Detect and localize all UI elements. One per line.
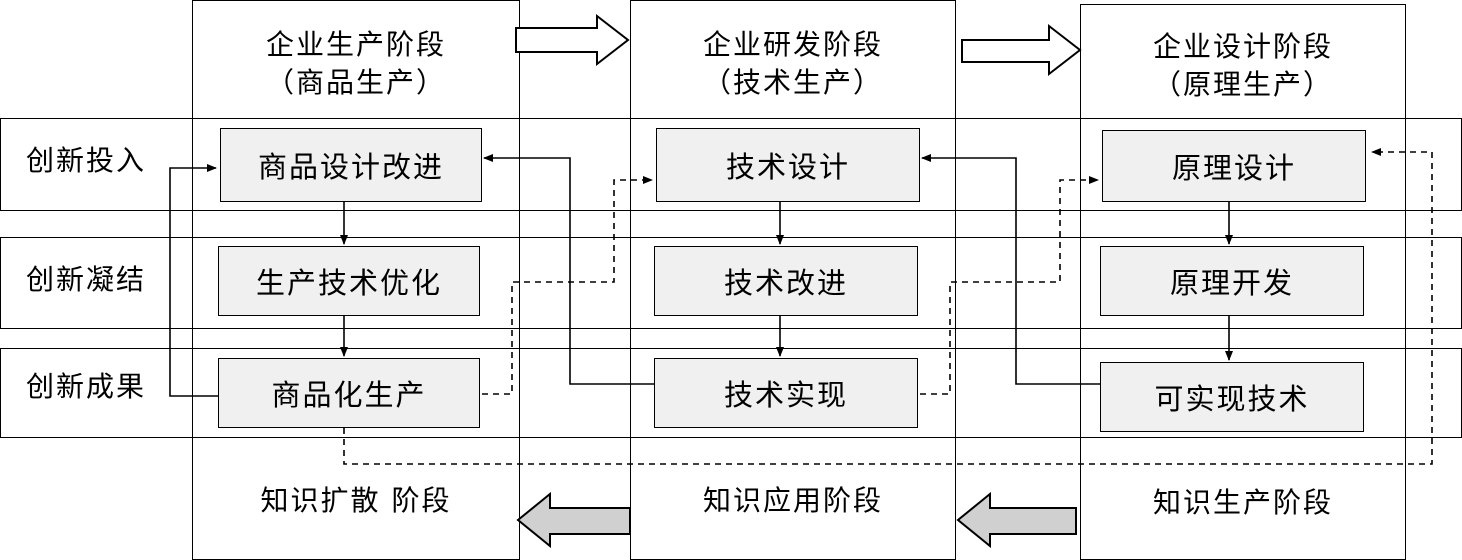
stage-header-design: 企业设计阶段 （原理生产） (1080, 28, 1406, 104)
node-tech-improvement: 技术改进 (654, 246, 918, 316)
node-principle-design: 原理设计 (1102, 130, 1366, 202)
node-tech-design: 技术设计 (656, 128, 920, 202)
node-tech-realization: 技术实现 (654, 358, 918, 428)
stage-title: 企业设计阶段 (1152, 30, 1333, 63)
dashed-commercial-to-techdesign (482, 176, 653, 395)
node-product-design-improvement: 商品设计改进 (220, 128, 482, 202)
stage-title: 企业研发阶段 (702, 28, 883, 61)
node-principle-development: 原理开发 (1100, 246, 1364, 316)
dashed-techrealize-to-principledesign (920, 176, 1099, 395)
stage-footer-production: 知识扩散 阶段 (260, 484, 452, 517)
node-production-tech-optimization: 生产技术优化 (218, 246, 480, 316)
row-label-input: 创新投入 (26, 144, 147, 177)
stage-footer-design: 知识生产阶段 (1152, 486, 1333, 519)
stage-footer-rnd: 知识应用阶段 (702, 484, 883, 517)
backward-block-arrow-2 (956, 491, 1077, 549)
feedback-commercial-to-design (169, 164, 218, 397)
feedback-realizable-to-techdesign (921, 154, 1100, 385)
stage-subtitle: （原理生产） (1152, 68, 1333, 101)
stage-subtitle: （商品生产） (265, 66, 446, 99)
stage-header-rnd: 企业研发阶段 （技术生产） (630, 26, 956, 102)
node-commercial-production: 商品化生产 (218, 358, 480, 428)
stage-title: 企业生产阶段 (265, 28, 446, 61)
forward-block-arrow-2 (961, 23, 1082, 77)
backward-block-arrow-1 (516, 491, 631, 549)
stage-header-production: 企业生产阶段 （商品生产） (192, 26, 520, 102)
stage-subtitle: （技术生产） (702, 66, 883, 99)
feedback-techrealize-to-productdesign (483, 154, 654, 385)
dashed-bottom-loop-to-principledesign (343, 148, 1433, 465)
forward-block-arrow-1 (515, 13, 630, 67)
row-label-output: 创新成果 (26, 370, 147, 403)
row-label-condense: 创新凝结 (26, 263, 147, 296)
node-realizable-technology: 可实现技术 (1100, 362, 1364, 432)
